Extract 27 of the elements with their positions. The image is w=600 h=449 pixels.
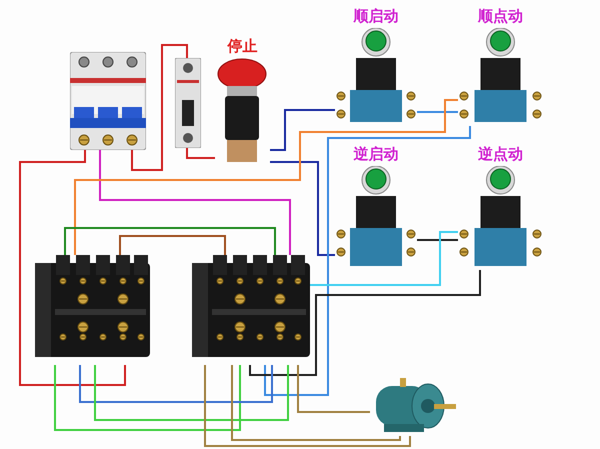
wire <box>54 365 241 431</box>
wire <box>119 235 226 255</box>
wire <box>310 231 458 286</box>
wire <box>270 109 335 151</box>
wire <box>204 365 411 447</box>
button-label: 顺启动 <box>354 6 398 26</box>
button-label: 顺点动 <box>478 6 523 26</box>
wire <box>297 365 370 413</box>
wire <box>79 365 273 403</box>
wire <box>99 150 291 255</box>
button-label: 逆点动 <box>478 144 523 164</box>
circuit-breaker-drawing <box>70 52 146 150</box>
wire <box>264 126 471 396</box>
wire <box>64 227 276 255</box>
wire <box>131 44 188 171</box>
button-label: 停止 <box>228 36 258 56</box>
button-label: 逆启动 <box>354 144 398 164</box>
wire <box>417 239 458 241</box>
wire <box>186 148 215 159</box>
wire <box>19 150 126 386</box>
wire <box>417 111 458 113</box>
wire <box>94 365 289 421</box>
wire <box>74 99 458 255</box>
wire <box>270 161 335 256</box>
wire <box>249 270 481 376</box>
wire <box>231 365 401 441</box>
single-pole-breaker-drawing <box>175 58 201 148</box>
